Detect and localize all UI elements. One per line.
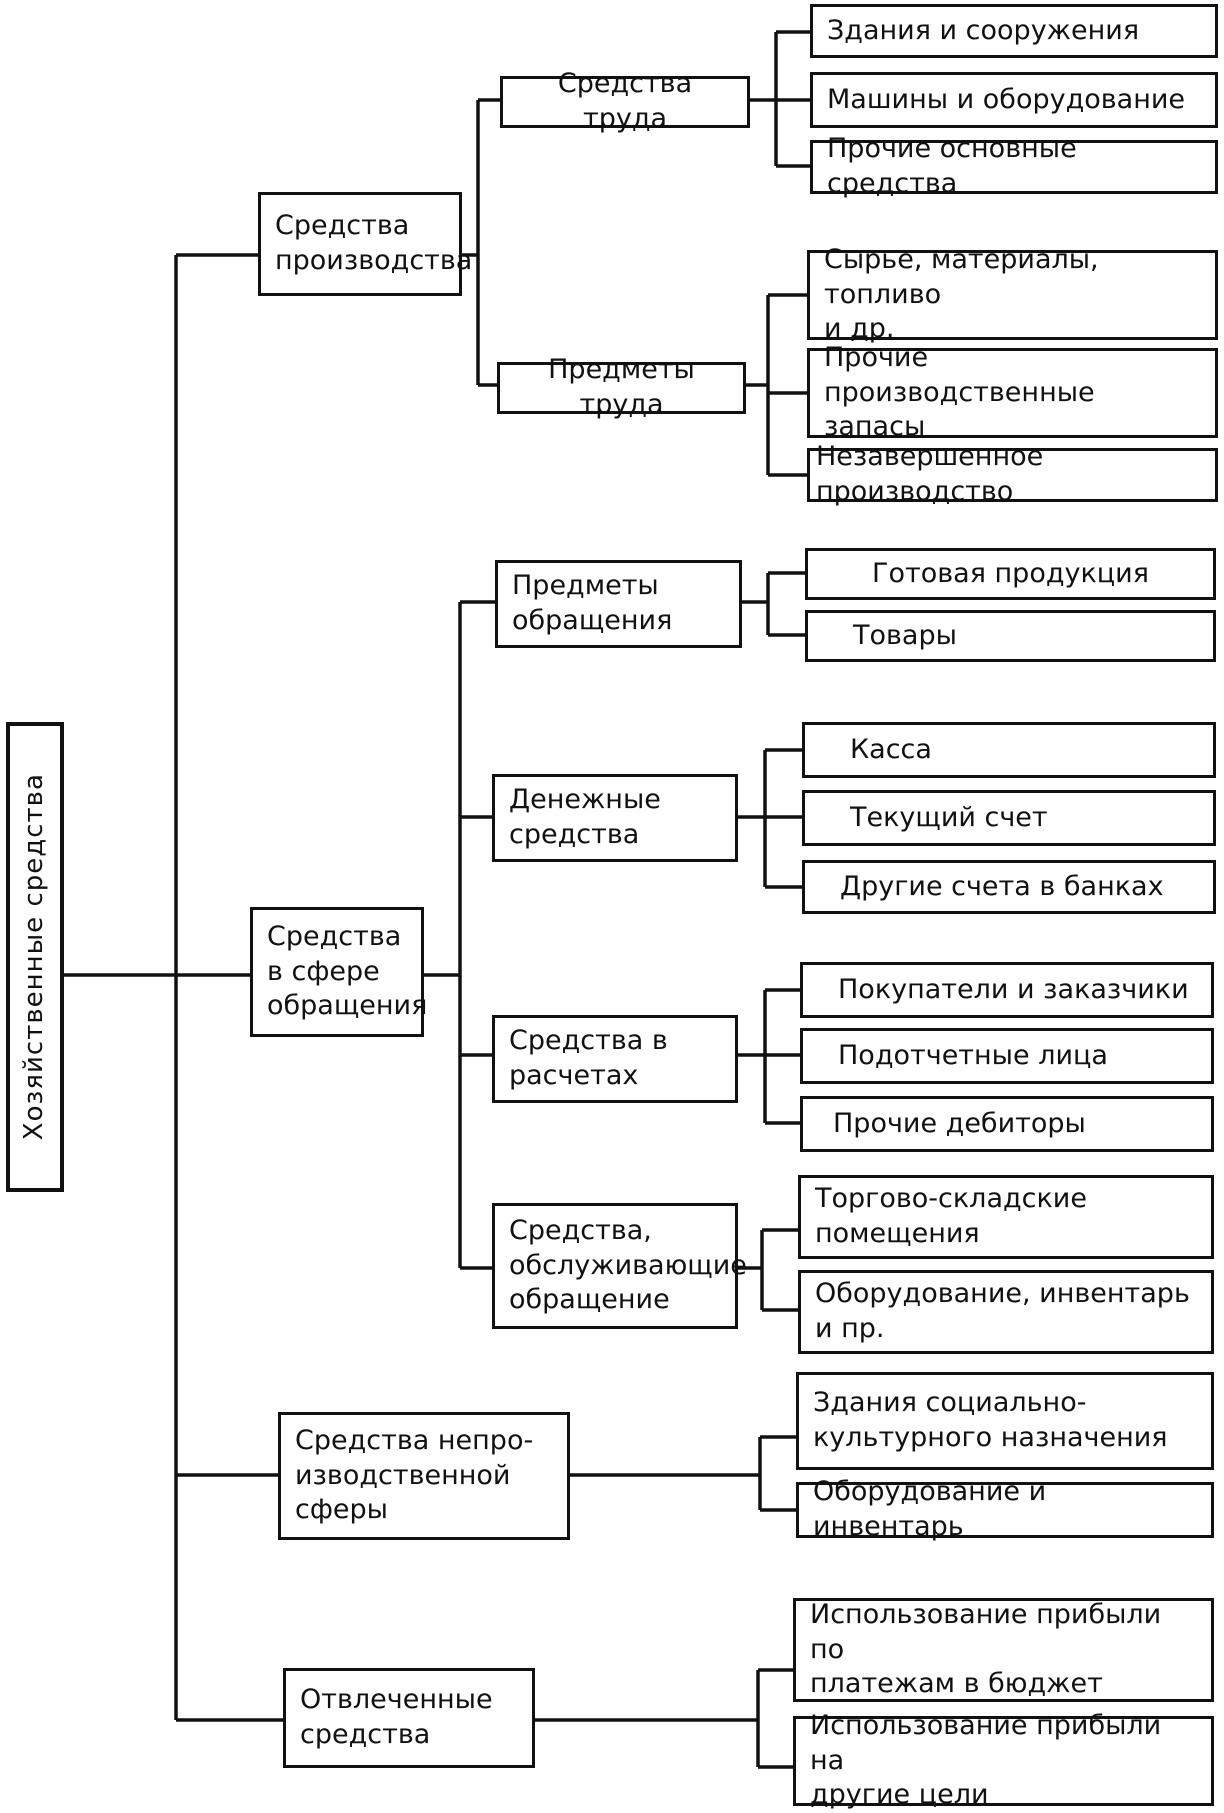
group-production-label: Средства производства: [275, 210, 473, 276]
leaf-current-account: Текущий счет: [802, 790, 1216, 846]
subgroup-labor-means: Средства труда: [500, 68, 750, 134]
leaf-social-equipment: Оборудование и инвентарь: [796, 1476, 1214, 1542]
leaf-profit-budget-label: Использование прибыли по платежам в бюдж…: [810, 1599, 1162, 1700]
subgroup-circulation-objects: Предметы обращения: [495, 560, 742, 648]
subgroup-serving: Средства, обслуживающие обращение: [492, 1203, 747, 1329]
leaf-goods: Товары: [805, 610, 1216, 662]
leaf-social-equipment-label: Оборудование и инвентарь: [813, 1476, 1047, 1542]
leaf-finished-goods: Готовая продукция: [805, 548, 1216, 600]
leaf-other-stocks: Прочие производственные запасы: [807, 342, 1218, 442]
leaf-buildings-label: Здания и сооружения: [827, 14, 1140, 46]
group-diverted: Отвлеченные средства: [283, 1668, 535, 1768]
leaf-wip-label: Незавершенное производство: [816, 441, 1044, 507]
leaf-profit-budget: Использование прибыли по платежам в бюдж…: [793, 1598, 1214, 1702]
subgroup-labor-means-label: Средства труда: [557, 68, 693, 134]
leaf-other-debtors: Прочие дебиторы: [800, 1096, 1214, 1152]
subgroup-labor-objects-label: Предметы труда: [548, 354, 695, 420]
leaf-cashbox: Касса: [802, 722, 1216, 778]
leaf-trade-premises-label: Торгово-складские помещения: [815, 1183, 1087, 1249]
leaf-buyers: Покупатели и заказчики: [800, 962, 1214, 1018]
leaf-social-buildings-label: Здания социально- культурного назначения: [813, 1387, 1168, 1453]
leaf-trade-premises: Торгово-складские помещения: [798, 1175, 1214, 1259]
subgroup-settlements-label: Средства в расчетах: [509, 1025, 668, 1091]
leaf-other-debtors-label: Прочие дебиторы: [833, 1107, 1086, 1139]
leaf-profit-other: Использование прибыли на другие цели: [793, 1710, 1214, 1810]
group-circulation: Средства в сфере обращения: [250, 907, 428, 1037]
leaf-goods-label: Товары: [853, 619, 957, 651]
leaf-current-account-label: Текущий счет: [850, 801, 1048, 833]
root-label: Хозяйственные средства: [19, 773, 50, 1141]
leaf-accountable-label: Подотчетные лица: [838, 1039, 1108, 1071]
subgroup-cash: Денежные средства: [492, 774, 738, 862]
leaf-machines-label: Машины и оборудование: [827, 83, 1186, 115]
leaf-other-accounts: Другие счета в банках: [802, 860, 1216, 914]
leaf-social-buildings: Здания социально- культурного назначения: [796, 1372, 1214, 1470]
subgroup-labor-objects: Предметы труда: [497, 354, 746, 420]
leaf-buildings: Здания и сооружения: [810, 4, 1218, 58]
group-nonproduction: Средства непро- изводственной сферы: [278, 1412, 570, 1540]
group-diverted-label: Отвлеченные средства: [300, 1684, 493, 1750]
leaf-cashbox-label: Касса: [850, 733, 932, 765]
leaf-raw-materials-label: Сырье, материалы, топливо и др.: [824, 244, 1099, 345]
subgroup-serving-label: Средства, обслуживающие обращение: [509, 1215, 747, 1316]
leaf-other-fixed-label: Прочие основные средства: [827, 133, 1077, 199]
group-circulation-label: Средства в сфере обращения: [267, 921, 428, 1022]
leaf-machines: Машины и оборудование: [810, 72, 1218, 128]
group-production: Средства производства: [258, 192, 472, 296]
subgroup-settlements: Средства в расчетах: [492, 1015, 738, 1103]
leaf-buyers-label: Покупатели и заказчики: [838, 973, 1189, 1005]
subgroup-circulation-objects-label: Предметы обращения: [512, 570, 673, 636]
leaf-equipment-inventory-label: Оборудование, инвентарь и пр.: [815, 1278, 1190, 1344]
leaf-other-stocks-label: Прочие производственные запасы: [824, 342, 1095, 443]
leaf-raw-materials: Сырье, материалы, топливо и др.: [807, 244, 1218, 344]
root-node: Хозяйственные средства: [6, 722, 64, 1192]
leaf-finished-goods-label: Готовая продукция: [872, 557, 1149, 589]
leaf-other-accounts-label: Другие счета в банках: [840, 870, 1164, 902]
leaf-other-fixed: Прочие основные средства: [810, 133, 1218, 199]
leaf-equipment-inventory: Оборудование, инвентарь и пр.: [798, 1270, 1214, 1354]
group-nonproduction-label: Средства непро- изводственной сферы: [295, 1425, 534, 1526]
leaf-accountable: Подотчетные лица: [800, 1028, 1214, 1084]
subgroup-cash-label: Денежные средства: [509, 784, 661, 850]
leaf-wip: Незавершенное производство: [807, 441, 1218, 507]
leaf-profit-other-label: Использование прибыли на другие цели: [810, 1710, 1162, 1811]
